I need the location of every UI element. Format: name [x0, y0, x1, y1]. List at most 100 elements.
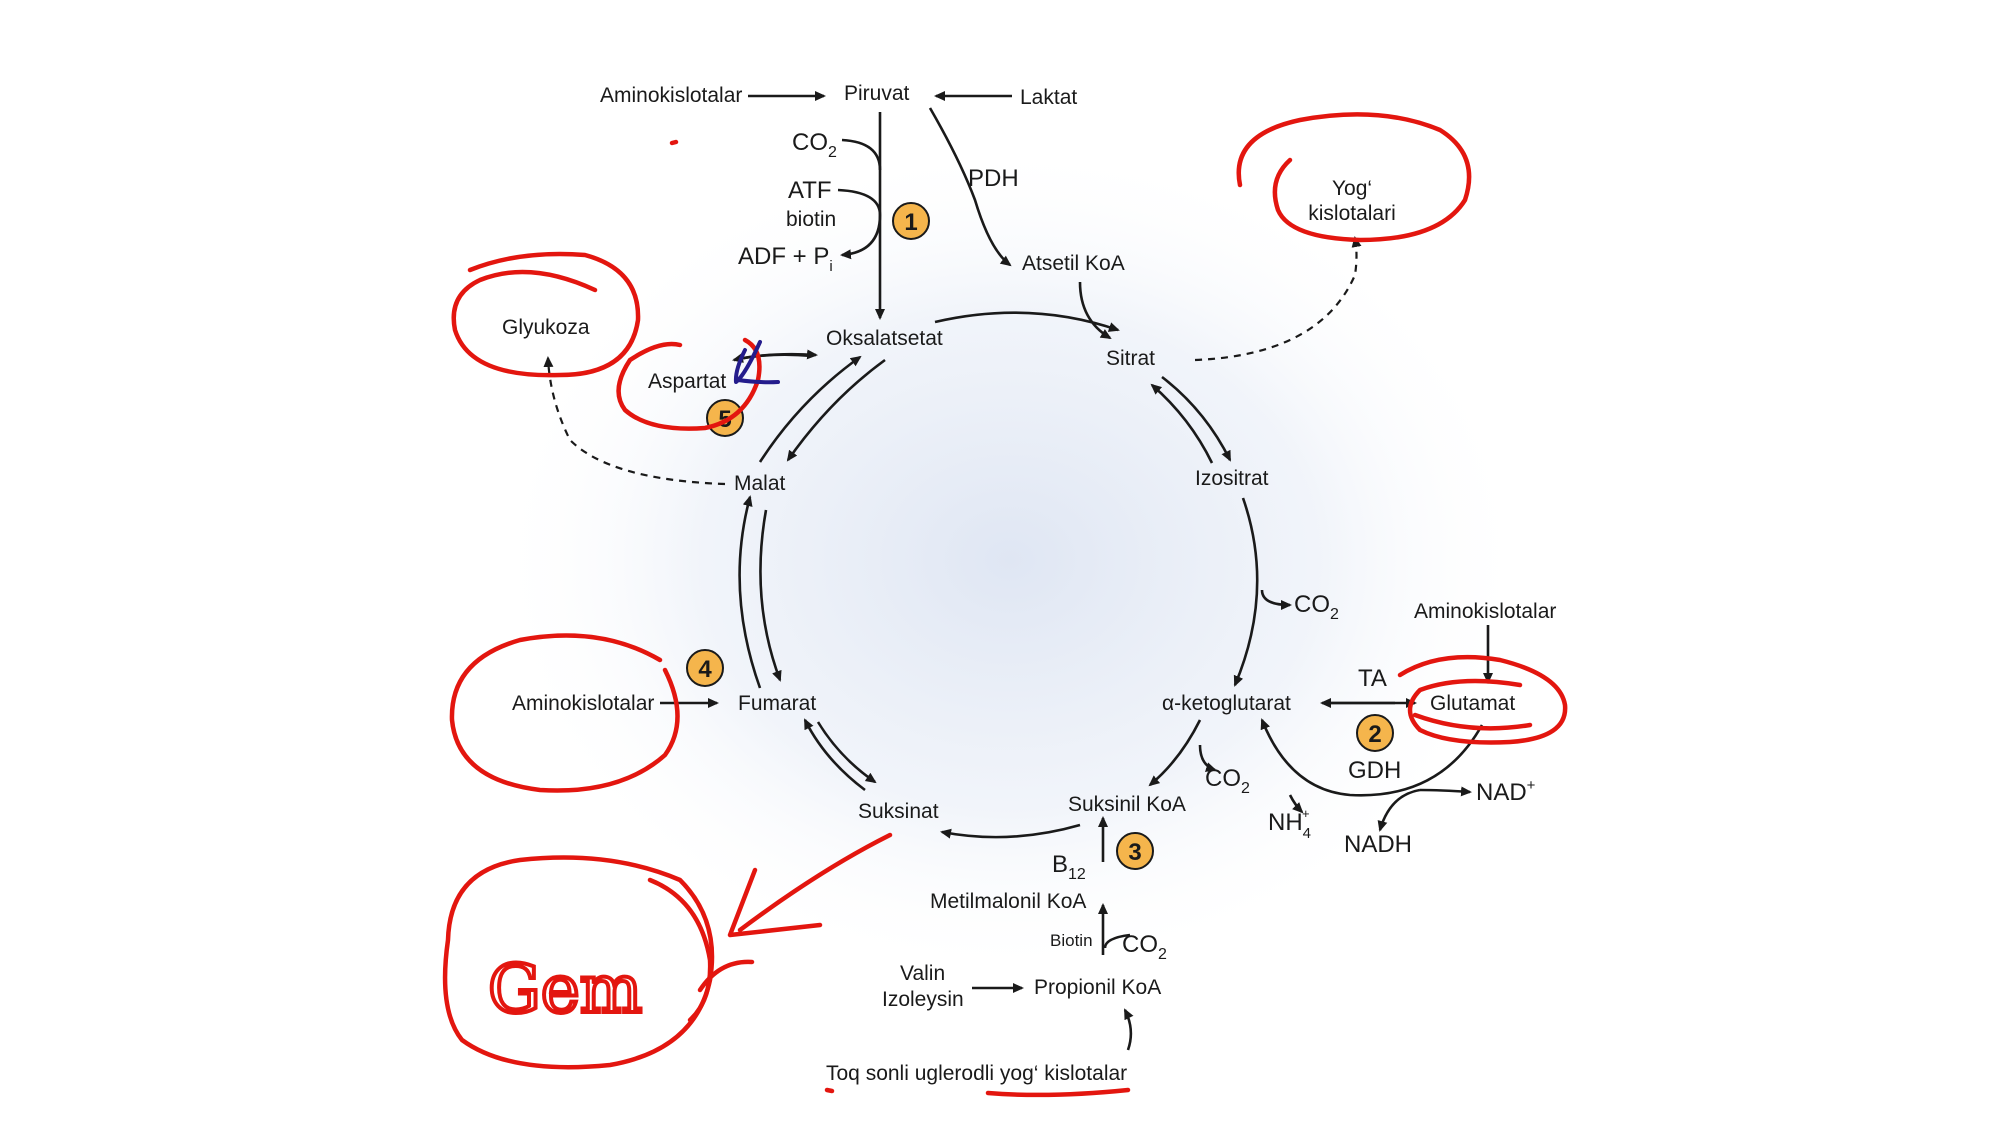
arrow-nh4: [1288, 794, 1304, 814]
label-gdh: GDH: [1348, 757, 1401, 784]
label-nadh: NADH: [1344, 831, 1412, 858]
arrow-izositrat-aketoglutarat: [1233, 497, 1259, 687]
label-biotin-bottom: Biotin: [1050, 931, 1093, 950]
circle-glyukoza: [451, 251, 641, 378]
label-adf-pi: ADF + Pi: [738, 243, 833, 275]
label-suksinil-koa: Suksinil KoA: [1068, 793, 1186, 816]
cycle-arrows: [738, 311, 1259, 839]
label-b12: B12: [1052, 851, 1086, 883]
arrow-fumarat-malat: [738, 495, 762, 689]
label-aspartat: Aspartat: [648, 370, 726, 393]
dashed-malat-glyukoza: [543, 356, 726, 486]
label-valin: Valin: [900, 962, 945, 985]
label-sitrat: Sitrat: [1106, 347, 1155, 370]
arrow-fumarat-suksinat: [816, 721, 877, 784]
co2-join: [841, 138, 882, 171]
circle-gem-second: [647, 877, 713, 1023]
svg-text:3: 3: [1128, 839, 1141, 866]
label-izositrat: Izositrat: [1195, 467, 1269, 490]
label-co2-right: CO2: [1294, 591, 1339, 623]
arrow-suksinil-suksinat: [940, 823, 1081, 839]
arrow-suksinat-fumarat: [803, 718, 866, 792]
label-atsetil-koa: Atsetil KoA: [1022, 252, 1125, 275]
label-nad-plus: NAD+: [1476, 777, 1536, 806]
label-aminokislotalar-top: Aminokislotalar: [600, 84, 742, 107]
dashed-sitrat-yog: [1194, 236, 1362, 362]
piruvat-region: [543, 91, 1362, 486]
background-glow: [490, 140, 1530, 980]
label-co2-suksinil: CO2: [1205, 765, 1250, 797]
label-co2-top: CO2: [792, 129, 837, 161]
underline-toq-dot: [824, 1087, 835, 1094]
label-aminokislotalar-left: Aminokislotalar: [512, 692, 654, 715]
arrow-aketoglutarat-suksinil: [1148, 719, 1202, 787]
arrow-glutamat-gdh: [1260, 718, 1484, 797]
right-region: [1198, 589, 1493, 832]
label-suksinat: Suksinat: [858, 800, 939, 823]
arrow-suksinat-gem-line: [737, 832, 893, 933]
arrow-co2-suksinil: [1198, 744, 1217, 772]
arrow-nadh: [1377, 788, 1421, 832]
red-tick-mark: [669, 139, 679, 146]
bottom-region: [660, 698, 1134, 1051]
label-ta: TA: [1358, 665, 1387, 692]
blue-annotation: [733, 340, 780, 385]
label-propionil-koa: Propionil KoA: [1034, 976, 1161, 999]
arrow-co2-release-right: [1260, 589, 1292, 610]
label-nh4: NH4+: [1268, 806, 1311, 842]
label-aminokislotalar-right: Aminokislotalar: [1414, 600, 1556, 623]
blue-scribble: [733, 340, 780, 385]
circle-aminokislotalar-left: [449, 633, 680, 793]
label-glyukoza: Glyukoza: [502, 316, 590, 339]
label-metilmalonil-koa: Metilmalonil KoA: [930, 890, 1086, 913]
label-atf: ATF: [788, 177, 832, 204]
underline-yog: [985, 1087, 1131, 1098]
circle-aspartat: [616, 337, 762, 431]
gem-underline-stroke: [697, 959, 755, 993]
label-izoleysin: Izoleysin: [882, 988, 964, 1011]
badge-3: 3: [1116, 832, 1154, 870]
labels: Aminokislotalar Piruvat Laktat CO2 ATF b…: [502, 82, 1556, 1085]
arrow-oksalatsetat-sitrat: [934, 311, 1120, 332]
arrow-nad: [1419, 786, 1472, 797]
label-glutamat: Glutamat: [1430, 692, 1515, 715]
label-oksalatsetat: Oksalatsetat: [826, 327, 943, 350]
arrow-piruvat-atsetilkoa: [928, 107, 1012, 267]
label-yog-2: kislotalari: [1308, 202, 1396, 225]
svg-text:4: 4: [698, 656, 712, 683]
badge-1: 1: [892, 202, 930, 240]
arrow-oksalatsetat-malat: [786, 358, 886, 462]
svg-text:1: 1: [904, 209, 917, 236]
co2-bottom-join: [1103, 933, 1131, 949]
label-toq-sonli: Toq sonli uglerodli yog‘ kislotalar: [826, 1062, 1127, 1085]
arrow-izositrat-sitrat: [1150, 383, 1214, 464]
atf-adf-curve: [837, 188, 882, 260]
label-alpha-ketoglutarat: α-ketoglutarat: [1162, 692, 1291, 715]
badge-2: 2: [1356, 714, 1394, 752]
arrow-suksinat-gem-head: [727, 867, 823, 938]
label-piruvat: Piruvat: [844, 82, 910, 105]
badge-5: 5: [706, 399, 744, 437]
arrow-malat-oksalatsetat: [758, 355, 862, 463]
circle-glutamat-inner: [1412, 712, 1533, 731]
svg-text:2: 2: [1368, 721, 1381, 748]
label-yog-1: Yog‘: [1332, 177, 1372, 200]
label-co2-bottom: CO2: [1122, 931, 1167, 963]
badges: 1 2 3 4 5: [686, 202, 1394, 870]
arrow-malat-fumarat: [759, 509, 782, 682]
label-biotin-top: biotin: [786, 208, 836, 231]
arrow-atsetilkoa-sitrat: [1078, 281, 1112, 340]
label-pdh: PDH: [968, 165, 1019, 192]
circle-glutamat: [1397, 654, 1568, 745]
arrow-sitrat-izositrat: [1161, 375, 1232, 462]
handwritten-gem: Gem: [488, 951, 642, 1028]
label-fumarat: Fumarat: [738, 692, 816, 715]
label-malat: Malat: [734, 472, 786, 495]
badge-4: 4: [686, 649, 724, 687]
circle-yog-kislotalari: [1236, 112, 1472, 243]
label-laktat: Laktat: [1020, 86, 1077, 109]
red-annotations: Gem: [442, 112, 1568, 1098]
arrow-toq-propionil: [1123, 1008, 1134, 1051]
